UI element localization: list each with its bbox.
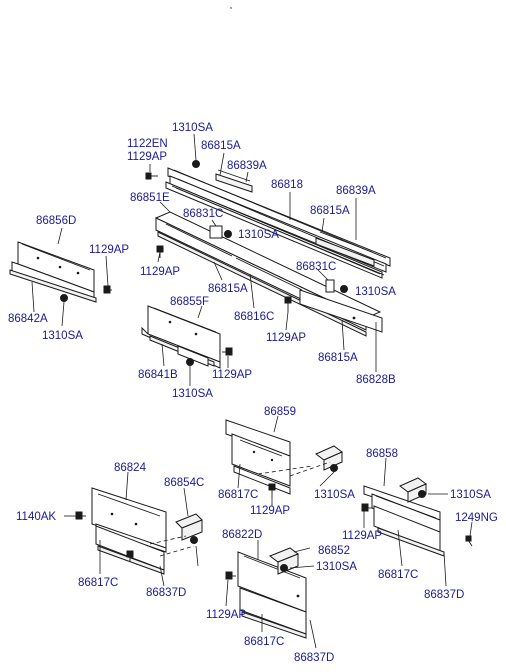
bolt-1129ap-e bbox=[222, 347, 233, 356]
label-86851e: 86851E bbox=[130, 192, 170, 204]
label-1129ap-f: 1129AP bbox=[250, 505, 290, 517]
label-1129ap-b: 1129AP bbox=[89, 244, 129, 256]
screw-1122en bbox=[145, 172, 158, 180]
label-86856d: 86856D bbox=[36, 215, 76, 227]
bracket-86822d bbox=[237, 551, 307, 639]
nut-1310sa-bottom bbox=[280, 564, 288, 572]
bolt-1129ap-a bbox=[103, 285, 112, 294]
label-1129ap-c: 1129AP bbox=[140, 266, 180, 278]
bolt-1129ap-d bbox=[284, 296, 292, 312]
label-1122en: 1122EN bbox=[127, 138, 168, 150]
label-1129ap-top: 1129AP bbox=[127, 151, 167, 163]
label-86828b: 86828B bbox=[356, 374, 396, 386]
bracket-86856d bbox=[9, 241, 97, 303]
label-86831c-b: 86831C bbox=[296, 261, 336, 273]
nut-1310sa-b bbox=[340, 285, 348, 293]
screw-1249ng bbox=[465, 535, 473, 547]
label-1310sa-d: 1310SA bbox=[172, 388, 213, 400]
nut-1310sa-top bbox=[192, 160, 200, 168]
part-labels: 1310SA 1122EN 1129AP 86815A 86839A 86818… bbox=[8, 122, 498, 664]
rubber-stop-86858 bbox=[399, 477, 427, 503]
label-86841b: 86841B bbox=[138, 369, 178, 381]
label-86837d-c: 86837D bbox=[294, 652, 334, 664]
label-86837d-b: 86837D bbox=[424, 589, 464, 601]
label-86822d: 86822D bbox=[222, 529, 262, 541]
label-86824: 86824 bbox=[114, 462, 147, 474]
label-1129ap-g: 1129AP bbox=[342, 530, 382, 542]
dash-86824 bbox=[149, 535, 195, 557]
bracket-86858 bbox=[363, 485, 445, 557]
bolt-1129ap-h bbox=[225, 571, 236, 580]
bolt-1129ap-lower-left bbox=[126, 550, 134, 562]
label-1310sa-a: 1310SA bbox=[238, 229, 279, 241]
label-86842a: 86842A bbox=[8, 313, 48, 325]
label-86817c-d: 86817C bbox=[244, 636, 284, 648]
nut-1310sa-c bbox=[60, 294, 68, 302]
bolt-1129ap-g bbox=[361, 503, 372, 512]
label-86815a-top: 86815A bbox=[201, 140, 241, 152]
label-1129ap-h: 1129AP bbox=[206, 609, 246, 621]
label-86831c-a: 86831C bbox=[183, 208, 223, 220]
label-1249ng: 1249NG bbox=[455, 512, 498, 524]
bracket-86824 bbox=[91, 487, 167, 575]
bolt-1129ap-f bbox=[268, 483, 276, 498]
label-1129ap-e: 1129AP bbox=[212, 369, 252, 381]
label-86817c-b: 86817C bbox=[78, 577, 118, 589]
bracket-86816c bbox=[154, 211, 383, 337]
label-86858: 86858 bbox=[366, 448, 398, 460]
label-1310sa-c: 1310SA bbox=[42, 330, 83, 342]
label-86817c-c: 86817C bbox=[378, 569, 418, 581]
stray-dot bbox=[230, 7, 232, 9]
label-1310sa-top: 1310SA bbox=[172, 122, 213, 134]
rubber-stop-86854c bbox=[175, 513, 203, 541]
label-86818: 86818 bbox=[271, 179, 303, 191]
dash-86859 bbox=[257, 461, 331, 477]
label-86839a-top: 86839A bbox=[227, 160, 267, 172]
label-86854c: 86854C bbox=[164, 477, 204, 489]
bolt-1140ak bbox=[75, 511, 86, 520]
label-86816c: 86816C bbox=[234, 311, 274, 323]
rail-assembly-86818 bbox=[165, 167, 391, 279]
label-86815a-right: 86815A bbox=[310, 205, 350, 217]
leader-lines bbox=[31, 133, 473, 649]
label-86837d-a: 86837D bbox=[146, 587, 186, 599]
bracket-86855f bbox=[141, 305, 221, 369]
nut-1310sa-g-right bbox=[418, 490, 426, 498]
label-86855f: 86855F bbox=[170, 296, 209, 308]
label-86817c-a: 86817C bbox=[218, 489, 258, 501]
label-1310sa-e: 1310SA bbox=[314, 489, 355, 501]
label-86859: 86859 bbox=[264, 406, 296, 418]
rubber-stop-86859 bbox=[315, 445, 343, 471]
label-1140ak: 1140AK bbox=[16, 511, 56, 523]
label-86815a-mid: 86815A bbox=[208, 283, 248, 295]
label-1310sa-f: 1310SA bbox=[450, 489, 491, 501]
nut-1310sa-f bbox=[190, 536, 198, 544]
label-1129ap-d: 1129AP bbox=[266, 332, 306, 344]
nut-1310sa-d bbox=[186, 358, 194, 366]
label-86852: 86852 bbox=[318, 545, 350, 557]
bracket-86859 bbox=[225, 419, 291, 495]
nut-1310sa-a bbox=[224, 230, 232, 238]
nut-1310sa-e bbox=[330, 464, 338, 472]
label-86839a-right: 86839A bbox=[336, 185, 376, 197]
label-1310sa-g: 1310SA bbox=[316, 561, 357, 573]
label-86815a-bot: 86815A bbox=[318, 352, 358, 364]
label-1310sa-b: 1310SA bbox=[355, 286, 396, 298]
